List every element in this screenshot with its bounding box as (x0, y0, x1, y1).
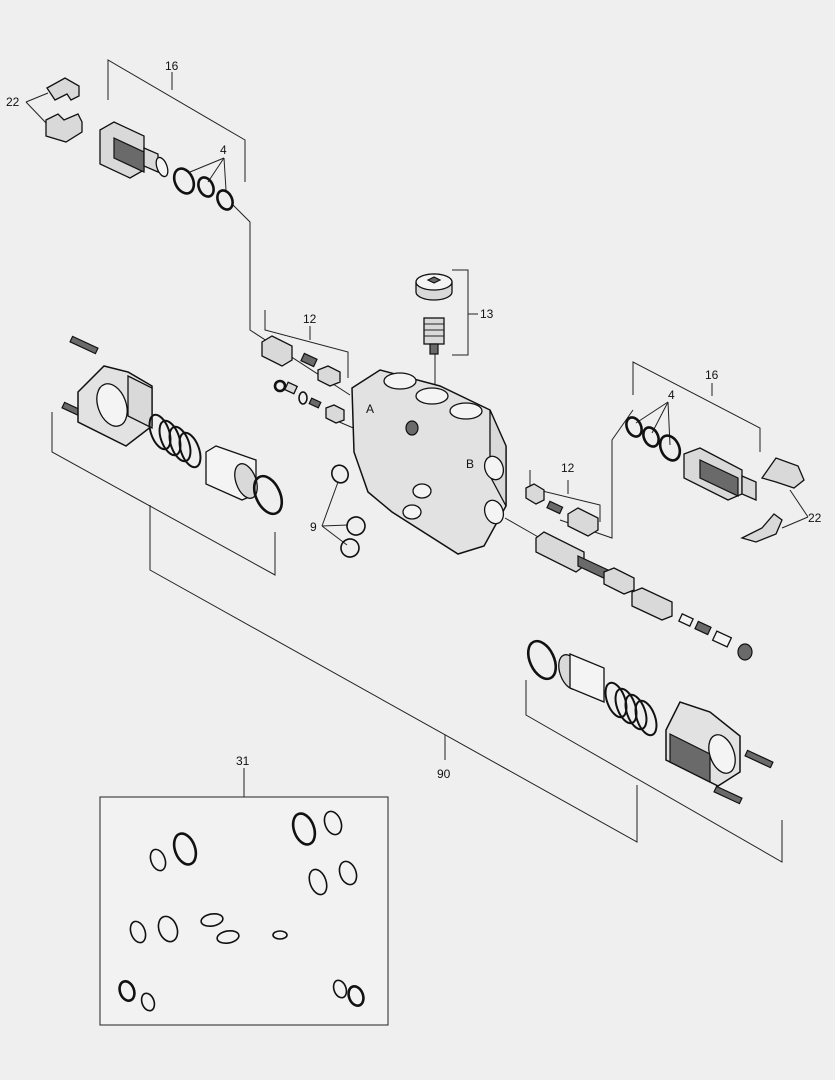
seal-kit-rings (118, 810, 365, 1012)
callout-13: 13 (480, 307, 494, 321)
end-cap-left (61, 335, 153, 447)
seal-kit-box (99, 796, 389, 1026)
relief-cartridge-top (99, 121, 169, 179)
callout-12-right: 12 (561, 461, 575, 475)
spring-right (604, 681, 658, 737)
spring-cup-left (205, 445, 258, 501)
callout-16-top: 16 (165, 59, 179, 73)
callout-9: 9 (310, 520, 317, 534)
spool (535, 531, 753, 661)
callout-4-top: 4 (220, 143, 227, 157)
valve-body (351, 369, 507, 555)
callout-90: 90 (437, 767, 451, 781)
callout-4-right: 4 (668, 388, 675, 402)
check-valve-set-12-right (525, 483, 599, 537)
check-valve-set-12-top (261, 335, 345, 424)
o-rings-top-4 (172, 167, 234, 211)
callout-16-right: 16 (705, 368, 719, 382)
spring-left (148, 413, 202, 469)
port-a-label: A (366, 402, 374, 416)
relief-cartridge-right (683, 447, 757, 501)
retaining-clips-right (740, 457, 805, 543)
callout-12-top: 12 (303, 312, 317, 326)
o-rings-right-4 (625, 416, 682, 462)
leader-lines (25, 59, 809, 863)
plug-assembly-13 (415, 273, 453, 355)
callout-22-top: 22 (6, 95, 20, 109)
callout-22-right: 22 (808, 511, 822, 525)
callout-31: 31 (236, 754, 250, 768)
o-rings-9 (331, 464, 366, 558)
spring-cup-right (558, 653, 605, 703)
retaining-clips-top (45, 77, 83, 143)
end-cap-right (665, 701, 774, 805)
o-ring-left-cap (252, 474, 284, 516)
o-ring-right-cap (526, 639, 558, 681)
callout-labels: 16 22 4 13 12 16 4 12 22 9 90 31 (6, 59, 822, 781)
port-b-label: B (466, 457, 474, 471)
